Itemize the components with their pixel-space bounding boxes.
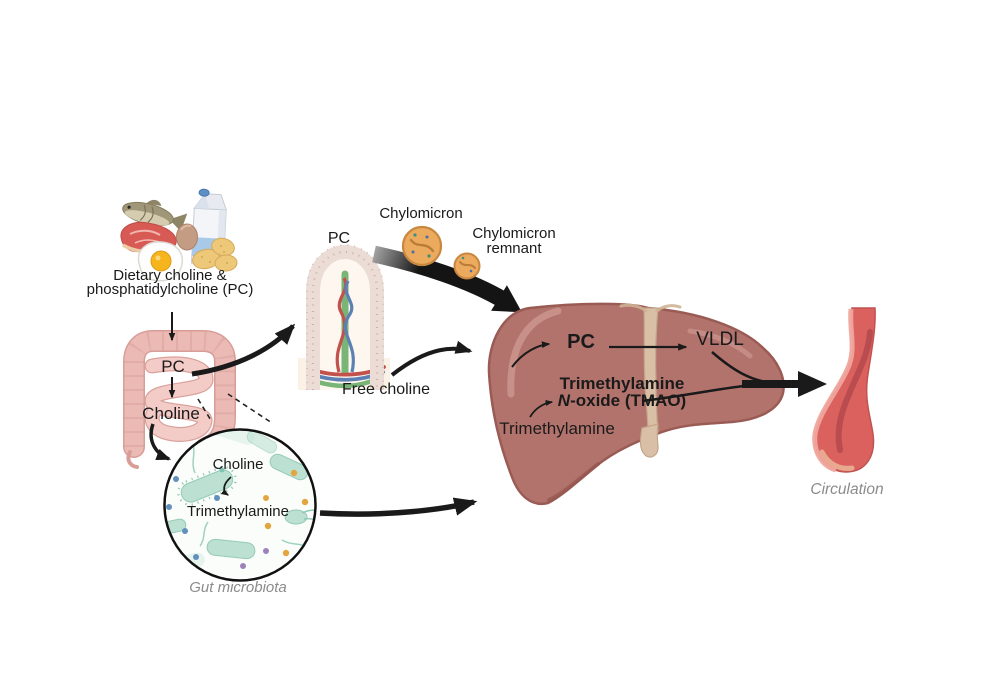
dietary-choline-label: Dietary choline & phosphatidylcholine (P… — [86, 267, 254, 298]
tmao-n-italic: N — [557, 391, 571, 410]
arrow-microbiota-to-liver — [319, 497, 478, 517]
vldl-label: VLDL — [696, 329, 744, 350]
food-icon — [120, 188, 238, 282]
liver-trimethylamine-label: Trimethylamine — [499, 419, 615, 438]
chylomicron-label: Chylomicron — [379, 205, 463, 222]
chylomicron-remnant-icon — [453, 252, 481, 280]
arrow-tma-to-tmao — [529, 399, 554, 418]
intestinal-villus-icon — [298, 244, 390, 390]
intestine-choline-label: Choline — [142, 404, 200, 423]
arrow-liver-to-circulation — [641, 351, 827, 403]
egg-icon — [176, 223, 198, 251]
microbiota-choline-label: Choline — [212, 456, 264, 473]
potatoes-icon — [192, 237, 238, 272]
arrow-intestine-to-villus — [191, 323, 296, 377]
circulation-caption: Circulation — [810, 481, 884, 498]
liver-pc-label: PC — [567, 331, 595, 353]
gut-microbiota-magnifier-icon — [163, 428, 317, 582]
arrow-microbiota-choline-to-tma — [220, 476, 232, 496]
liver-icon — [487, 302, 785, 506]
microbiota-trimethylamine-label: Trimethylamine — [187, 503, 289, 520]
villus-pc-label: PC — [327, 230, 351, 247]
gut-microbiota-caption: Gut microbiota — [189, 579, 287, 596]
fried-egg-icon — [137, 241, 184, 282]
metabolite-dots — [166, 467, 309, 569]
chylomicron-remnant-label: Chylomicron remnant — [472, 225, 556, 257]
tmao-rest: -oxide (TMAO) — [570, 391, 687, 410]
tmao-line1: Trimethylamine — [559, 374, 685, 393]
free-choline-label: Free choline — [341, 381, 431, 398]
arrow-into-liver-pc — [511, 341, 551, 368]
arrow-freecholine-to-liver — [390, 340, 473, 377]
chylomicron-particle-icon — [401, 225, 443, 267]
blood-vessel-icon — [812, 307, 876, 473]
intestine-pc-label: PC — [161, 357, 185, 376]
arrow-choline-to-microbiota — [149, 423, 172, 461]
bacteria-shapes — [164, 430, 316, 560]
magnifier-callout-lines — [197, 393, 273, 424]
chylomicron-transport-arrow — [372, 245, 522, 313]
